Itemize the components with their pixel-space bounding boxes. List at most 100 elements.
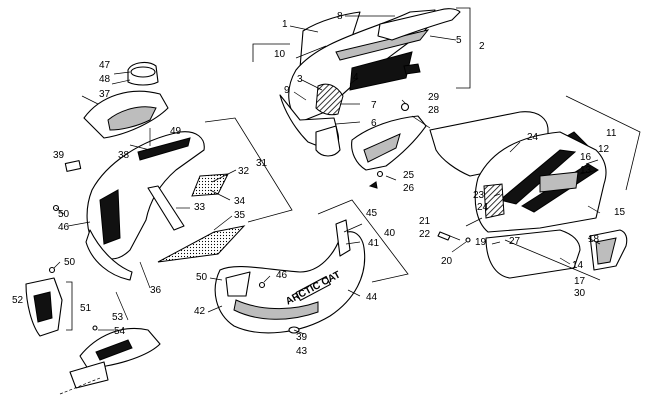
callout-45: 45 xyxy=(366,208,378,219)
callout-38: 38 xyxy=(118,150,130,161)
callout-42: 42 xyxy=(194,306,206,317)
callout-25: 25 xyxy=(403,170,415,181)
bolt-54 xyxy=(92,325,98,331)
callout-43: 43 xyxy=(296,346,308,357)
fastener-25 xyxy=(376,170,384,178)
callout-39-lower: 39 xyxy=(296,332,308,343)
headlight-lens xyxy=(130,66,156,78)
callout-11: 11 xyxy=(606,128,617,139)
rivet-19 xyxy=(465,237,471,243)
hitch-plate-slot xyxy=(95,339,133,361)
callout-6: 6 xyxy=(371,118,377,129)
hood-dark-panel xyxy=(349,51,413,91)
hitch-bracket xyxy=(69,361,109,389)
support-bracket xyxy=(147,185,185,231)
callout-52: 52 xyxy=(12,295,24,306)
side-panel-mesh xyxy=(483,183,505,219)
belly-pan-fin xyxy=(335,219,351,257)
screw-21 xyxy=(437,231,451,241)
callout-50-lower: 50 xyxy=(196,272,208,283)
callout-labels: 1 2 3 4 5 6 7 8 9 10 11 12 13 14 15 16 1… xyxy=(12,11,626,357)
hood-side-bracket xyxy=(315,125,341,157)
callout-47: 47 xyxy=(99,60,111,71)
belly-pan-shade xyxy=(233,299,319,320)
callout-18: 18 xyxy=(588,234,600,245)
callout-32: 32 xyxy=(238,166,250,177)
callout-13: 13 xyxy=(580,165,592,176)
callout-36: 36 xyxy=(150,285,162,296)
callout-10: 10 xyxy=(274,49,286,60)
callout-46-lower: 46 xyxy=(276,270,288,281)
callout-53: 53 xyxy=(112,312,124,323)
callout-4: 4 xyxy=(353,72,359,83)
hood-vent-insert xyxy=(315,83,344,116)
callout-40: 40 xyxy=(384,228,396,239)
callout-27: 27 xyxy=(509,236,521,247)
callout-37: 37 xyxy=(99,89,111,100)
callout-12: 12 xyxy=(598,144,610,155)
callout-8: 8 xyxy=(337,11,343,22)
air-intake-duct-inner xyxy=(363,133,401,163)
side-panel-vent xyxy=(539,171,579,193)
callout-24-upper: 24 xyxy=(527,132,539,143)
windshield-tab xyxy=(403,63,421,75)
side-panel-lower xyxy=(485,229,581,279)
callout-5: 5 xyxy=(456,35,462,46)
nose-pan-rib xyxy=(137,137,191,161)
bolt-50-lower xyxy=(48,266,56,274)
side-panel-assembly xyxy=(351,102,628,279)
callout-17: 17 xyxy=(574,276,586,287)
callout-54: 54 xyxy=(114,326,126,337)
callout-19: 19 xyxy=(475,237,487,248)
callout-22: 22 xyxy=(419,229,431,240)
callout-7: 7 xyxy=(371,100,377,111)
windshield-assembly xyxy=(279,8,461,157)
nose-shadow xyxy=(99,189,121,245)
callout-29: 29 xyxy=(428,92,440,103)
headlight-housing-inner xyxy=(107,106,157,131)
belly-pan-vent xyxy=(225,271,251,297)
callout-30: 30 xyxy=(574,288,586,299)
bolt-46 xyxy=(258,281,266,289)
callout-39-left: 39 xyxy=(53,150,65,161)
small-parts xyxy=(25,266,161,395)
callout-33: 33 xyxy=(194,202,206,213)
callout-28: 28 xyxy=(428,105,440,116)
belly-pan-assembly: ARCTIC CAT xyxy=(214,219,366,334)
callout-2: 2 xyxy=(479,41,485,52)
callout-16: 16 xyxy=(580,152,592,163)
side-grille-inner xyxy=(595,237,617,265)
callout-15: 15 xyxy=(614,207,626,218)
callout-44: 44 xyxy=(366,292,378,303)
callout-49: 49 xyxy=(170,126,182,137)
nose-side-skirt xyxy=(85,229,133,281)
callout-20: 20 xyxy=(441,256,453,267)
lower-screen xyxy=(157,225,246,263)
callout-51: 51 xyxy=(80,303,92,314)
front-nose-assembly xyxy=(52,61,246,281)
side-panel-graphic-1 xyxy=(498,149,577,205)
callout-31: 31 xyxy=(256,158,268,169)
bumper-screen xyxy=(191,173,229,197)
windshield-trim xyxy=(377,8,461,41)
callout-35: 35 xyxy=(234,210,246,221)
callout-50-bottom: 50 xyxy=(64,257,76,268)
callout-9: 9 xyxy=(284,85,290,96)
callout-50-left: 50 xyxy=(58,209,70,220)
hood-trim-strip xyxy=(335,29,430,61)
callout-14: 14 xyxy=(572,260,584,271)
grommet xyxy=(400,102,410,112)
callout-23: 23 xyxy=(473,190,485,201)
callout-21: 21 xyxy=(419,216,431,227)
callout-3: 3 xyxy=(297,74,303,85)
callout-1: 1 xyxy=(282,19,288,30)
reflector-decal xyxy=(64,160,82,172)
fastener-26 xyxy=(368,181,378,189)
skid-guard-inset xyxy=(33,291,53,323)
leader-lines xyxy=(53,7,641,335)
callout-46-left: 46 xyxy=(58,222,70,233)
callout-26: 26 xyxy=(403,183,415,194)
callout-41: 41 xyxy=(368,238,380,249)
callout-24-lower: 24 xyxy=(477,202,489,213)
